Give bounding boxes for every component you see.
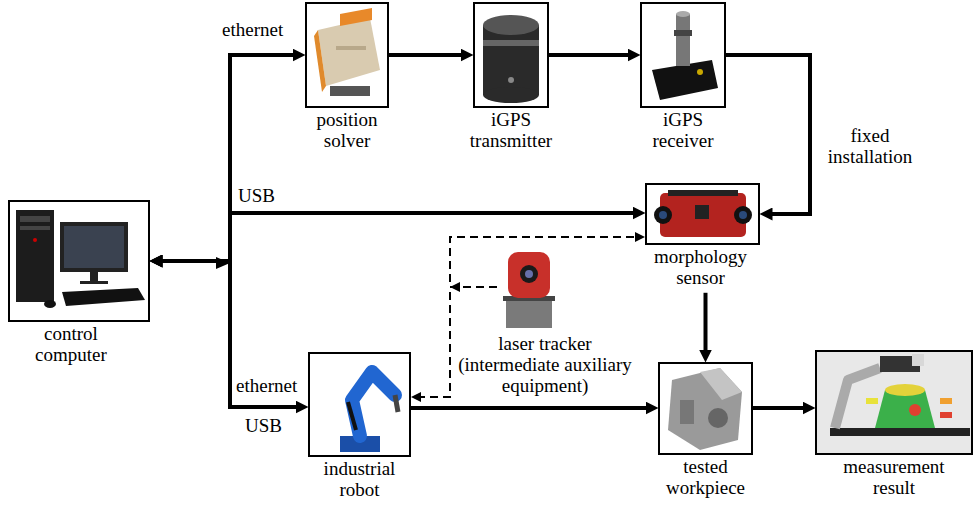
workpiece-box: tested workpiece: [658, 362, 753, 455]
tracker-item: laser tracker (intermediate auxiliary eq…: [497, 245, 559, 330]
workpiece-picture: [668, 368, 742, 450]
connection-label: ethernet: [236, 376, 297, 397]
transmitter-box: iGPS transmitter: [473, 2, 549, 108]
result-picture: [817, 352, 971, 453]
connection-label: ethernet: [222, 20, 283, 41]
robot-box: industrial robot: [308, 352, 411, 457]
connection-label: USB: [238, 186, 275, 207]
node-label: iGPS receiver: [638, 110, 728, 152]
node-label: position solver: [297, 110, 397, 152]
connection-label: fixed installation: [815, 126, 925, 168]
node-label: laser tracker (intermediate auxiliary eq…: [450, 334, 640, 397]
arrow-connector: [389, 53, 467, 57]
arrow-connector: [753, 406, 809, 410]
caption-block: position solver: [297, 110, 397, 152]
solver-box: position solver: [305, 2, 389, 108]
receiver-picture: [652, 11, 718, 100]
sensor-box: morphology sensor: [645, 183, 760, 245]
caption-block: control computer: [11, 324, 131, 366]
arrow-connector: [411, 406, 652, 410]
arrow-connector: [704, 293, 708, 356]
computer-picture: [16, 210, 145, 308]
caption-block: iGPS receiver: [638, 110, 728, 152]
node-label: control computer: [11, 324, 131, 366]
interface-label: USB: [245, 416, 282, 437]
arrow-connector: [156, 55, 299, 261]
caption-block: laser tracker (intermediate auxiliary eq…: [450, 334, 640, 397]
node-label: measurement result: [834, 457, 954, 499]
node-label: morphology sensor: [641, 247, 761, 289]
caption-block: industrial robot: [310, 459, 410, 501]
dashed-connector: [450, 237, 640, 287]
transmitter-picture: [483, 15, 539, 103]
tracker-picture: [503, 252, 555, 328]
caption-block: tested workpiece: [656, 457, 756, 499]
computer-box: control computer: [8, 200, 150, 322]
arrow-connector: [726, 55, 810, 214]
result-box: measurement result: [815, 350, 973, 455]
arrow-connector: [156, 261, 302, 407]
sensor-picture: [654, 190, 752, 237]
caption-block: iGPS transmitter: [456, 110, 566, 152]
node-label: tested workpiece: [656, 457, 756, 499]
solver-picture: [314, 8, 380, 96]
caption-block: measurement result: [834, 457, 954, 499]
arrow-connector: [549, 53, 634, 57]
caption-block: morphology sensor: [641, 247, 761, 289]
receiver-box: iGPS receiver: [640, 2, 726, 108]
node-label: industrial robot: [310, 459, 410, 501]
robot-picture: [340, 372, 398, 452]
dashed-connector: [416, 287, 497, 397]
node-label: iGPS transmitter: [456, 110, 566, 152]
